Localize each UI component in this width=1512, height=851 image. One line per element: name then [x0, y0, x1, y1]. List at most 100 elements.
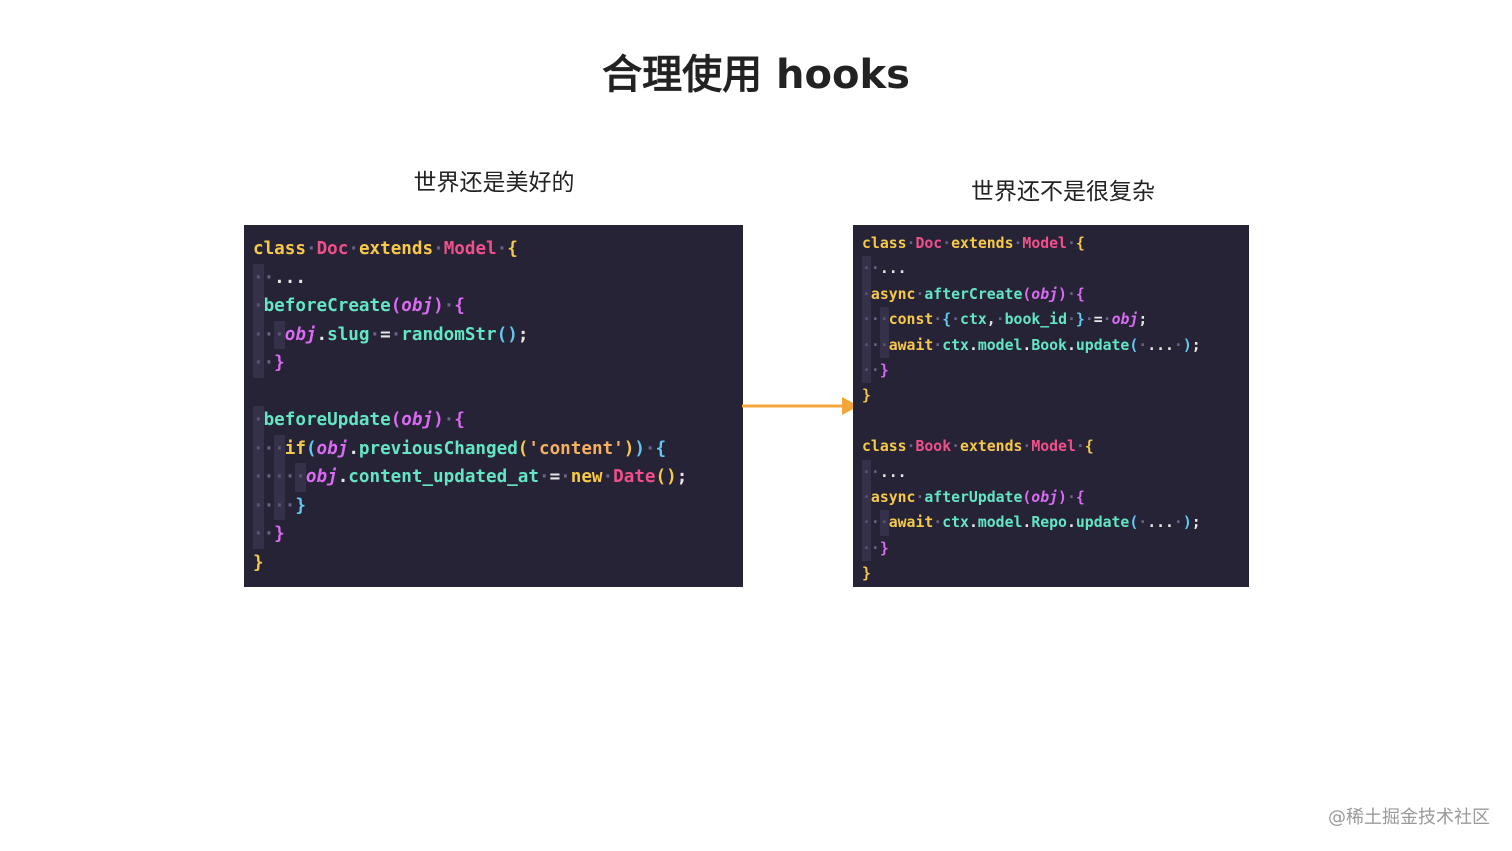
code-token: }	[1075, 311, 1085, 329]
code-token: ·	[263, 495, 275, 516]
code-token: ctx	[960, 311, 987, 329]
code-token: ctx	[942, 336, 969, 354]
code-token: .	[1022, 336, 1032, 354]
code-token: ·	[1173, 336, 1183, 354]
code-line: ····}	[253, 491, 743, 520]
code-token: ·	[538, 467, 550, 487]
code-token: ;	[1191, 336, 1201, 354]
indent-guide: ·	[862, 459, 871, 485]
code-token: (	[390, 410, 402, 430]
code-token: afterCreate	[924, 285, 1023, 303]
code-token: obj	[284, 324, 317, 345]
code-token: class	[253, 239, 306, 259]
code-line: ··...	[862, 256, 1249, 282]
code-token: )	[623, 438, 635, 459]
code-token: ,	[986, 311, 996, 329]
code-line: ··}	[253, 520, 743, 549]
code-token: ·	[644, 438, 656, 459]
indent-guide: ·	[274, 320, 285, 349]
indent-guide: ·	[295, 463, 306, 492]
code-token: ·	[906, 235, 916, 252]
code-token: ·	[1084, 311, 1094, 329]
code-token: beforeCreate	[263, 296, 391, 316]
code-token: Doc	[316, 239, 349, 259]
watermark: @稀土掘金技术社区	[1328, 807, 1490, 828]
code-token: const	[888, 311, 934, 329]
code-token: Model	[443, 239, 497, 259]
code-token: Book	[915, 438, 952, 456]
code-token: ·	[263, 353, 275, 373]
code-token: obj	[401, 296, 434, 316]
code-token: =	[380, 324, 391, 345]
code-token: afterUpdate	[924, 488, 1023, 506]
code-token: ·	[906, 438, 916, 456]
code-token: ;	[1138, 311, 1148, 329]
code-line: }	[862, 561, 1249, 586]
code-token: obj	[1031, 488, 1059, 506]
code-token: )	[1058, 488, 1067, 506]
code-token: .	[968, 514, 978, 532]
code-token: ·	[348, 239, 359, 259]
code-token: ·	[369, 324, 381, 345]
code-token: update	[1075, 336, 1130, 354]
code-token: )	[433, 410, 444, 430]
code-token: async	[870, 488, 916, 506]
slide-title: 合理使用 hooks	[602, 52, 910, 98]
code-token: Model	[1022, 235, 1067, 252]
indent-guide: ·	[274, 463, 285, 492]
code-line: ···const·{·ctx,·book_id·}·=·obj;	[862, 307, 1249, 333]
code-token: (	[1022, 488, 1032, 506]
indent-guide: ·	[879, 332, 889, 358]
code-token: ·	[263, 467, 275, 487]
code-line: ·async·afterCreate(obj)·{	[862, 281, 1249, 308]
code-token: book_id	[1004, 311, 1067, 329]
code-line: ···if(obj.previousChanged('content'))·{	[253, 434, 743, 463]
code-token: ...	[1147, 514, 1174, 532]
indent-guide: ·	[253, 292, 264, 321]
indent-guide: ·	[253, 263, 264, 292]
code-token: .	[337, 467, 349, 487]
code-token: ·	[951, 311, 961, 329]
indent-guide: ·	[862, 332, 871, 358]
caption-left: 世界还是美好的	[413, 170, 575, 196]
code-line: }	[253, 549, 743, 578]
code-token: obj	[1111, 311, 1139, 329]
code-line: ·····obj.content_updated_at·=·new·Date()…	[253, 463, 743, 492]
code-token: ·	[951, 438, 961, 456]
code-token: extends	[951, 235, 1014, 252]
code-line: ··...	[862, 459, 1249, 485]
indent-guide: ·	[862, 281, 871, 308]
code-token: extends	[358, 239, 434, 259]
code-token: previousChanged	[358, 438, 518, 459]
code-token: ·	[870, 311, 880, 329]
code-token: }	[253, 552, 264, 573]
code-token: {	[454, 410, 465, 430]
code-token: ·	[263, 438, 275, 459]
code-line: ··...	[253, 263, 743, 292]
indent-guide: ·	[253, 463, 264, 492]
code-token: .	[1066, 514, 1076, 532]
code-line: ·beforeCreate(obj)·{	[253, 292, 743, 321]
code-token: ·	[870, 260, 880, 278]
code-token: }	[879, 361, 889, 379]
code-token: .	[1022, 514, 1032, 532]
code-token: content_updated_at	[348, 467, 539, 487]
code-token: {	[507, 239, 518, 259]
code-token: ·	[1138, 514, 1148, 532]
indent-guide: ·	[862, 357, 871, 384]
code-token: ·	[995, 311, 1005, 329]
code-token: ·	[1075, 438, 1085, 456]
code-token: ·	[933, 311, 943, 329]
code-token: ·	[870, 361, 880, 379]
code-token: ...	[879, 260, 907, 278]
code-line	[862, 409, 1249, 434]
code-token: ·	[263, 324, 275, 345]
code-token: =	[1093, 311, 1103, 329]
code-token: }	[274, 353, 285, 373]
code-token: (	[390, 296, 402, 316]
code-token: )	[1182, 514, 1192, 532]
code-line: ···await·ctx.model.Book.update(·...·);	[862, 332, 1249, 358]
code-token: )	[433, 296, 444, 316]
code-token: .	[1066, 336, 1076, 354]
indent-guide: ·	[879, 307, 889, 333]
